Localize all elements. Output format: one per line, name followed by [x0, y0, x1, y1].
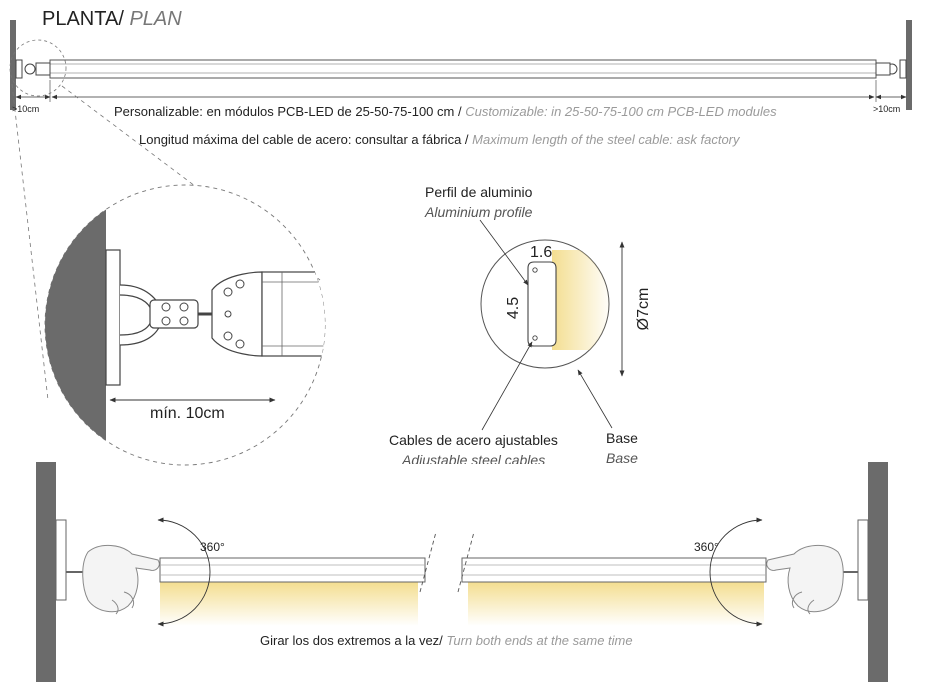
diameter-label: Ø7cm — [635, 288, 652, 331]
cables-label-en: Adjustable steel cables — [402, 452, 546, 464]
title-english: PLAN — [129, 8, 182, 30]
cable-note-en: Maximum length of the steel cable: ask f… — [472, 132, 740, 147]
base-label-es: Base — [606, 430, 638, 446]
cables-label-es: Cables de acero ajustables — [389, 432, 558, 448]
right-wall — [906, 20, 912, 110]
zoom-detail — [44, 184, 326, 466]
detail-tensioner — [149, 299, 199, 329]
rotation-view — [36, 462, 888, 682]
rotation-caption: Girar los dos extremos a la vez/ Turn bo… — [260, 633, 633, 648]
detail-callout-small — [9, 39, 67, 97]
right-rotation-arc — [709, 517, 763, 627]
profile-height-label: 4.5 — [505, 297, 522, 319]
modules-note: Personalizable: en módulos PCB-LED de 25… — [114, 104, 777, 119]
plan-view — [9, 20, 912, 110]
profile-width-label: 1.6 — [530, 244, 553, 261]
section-light-glow — [552, 250, 609, 350]
break-line-right — [457, 531, 475, 593]
right-rotation-label: 360° — [694, 540, 719, 554]
cable-note: Longitud máxima del cable de acero: cons… — [139, 132, 740, 147]
detail-end-cap — [211, 271, 263, 357]
left-hand-icon — [82, 545, 160, 615]
modules-note-en: Customizable: in 25-50-75-100 cm PCB-LED… — [465, 104, 777, 119]
rotation-right-wall — [868, 462, 888, 682]
profile-label-es: Perfil de aluminio — [425, 184, 533, 200]
left-rotation-label: 360° — [200, 540, 225, 554]
right-profile-segment — [461, 557, 767, 583]
modules-note-es: Personalizable: en módulos PCB-LED de 25… — [114, 104, 462, 119]
right-hand-icon — [766, 545, 844, 615]
rotation-caption-es: Girar los dos extremos a la vez/ — [260, 633, 443, 648]
right-clearance-label: >10cm — [873, 104, 901, 114]
led-profile — [49, 59, 877, 79]
section-profile — [527, 261, 557, 347]
rotation-left-wall — [36, 462, 56, 682]
zoom-line-right — [61, 85, 321, 281]
detail-base-plate — [105, 249, 121, 386]
page-title: PLANTA/ PLAN — [42, 8, 182, 31]
profile-label-en: Aluminium profile — [425, 204, 533, 220]
profile-leader — [479, 219, 529, 286]
left-profile-segment — [159, 557, 426, 583]
cable-note-es: Longitud máxima del cable de acero: cons… — [139, 132, 469, 147]
section-view — [479, 219, 625, 431]
left-rotation-arc — [157, 517, 211, 627]
left-clearance-label: >10cm — [12, 104, 40, 114]
detail-profile — [261, 271, 325, 357]
zoom-line-left — [11, 83, 49, 401]
break-line-left — [419, 531, 437, 593]
right-led-glow — [468, 582, 764, 626]
right-fixing — [875, 59, 907, 79]
min-distance-label: mín. 10cm — [150, 405, 225, 422]
detail-wall — [45, 185, 106, 465]
base-label-en: Base — [606, 450, 638, 463]
left-fixing — [15, 59, 51, 79]
left-wall — [10, 20, 16, 110]
rotation-caption-en: Turn both ends at the same time — [446, 633, 633, 648]
title-spanish: PLANTA/ — [42, 8, 124, 30]
left-led-glow — [160, 582, 418, 626]
cables-leader — [481, 341, 533, 431]
base-leader — [577, 369, 613, 429]
